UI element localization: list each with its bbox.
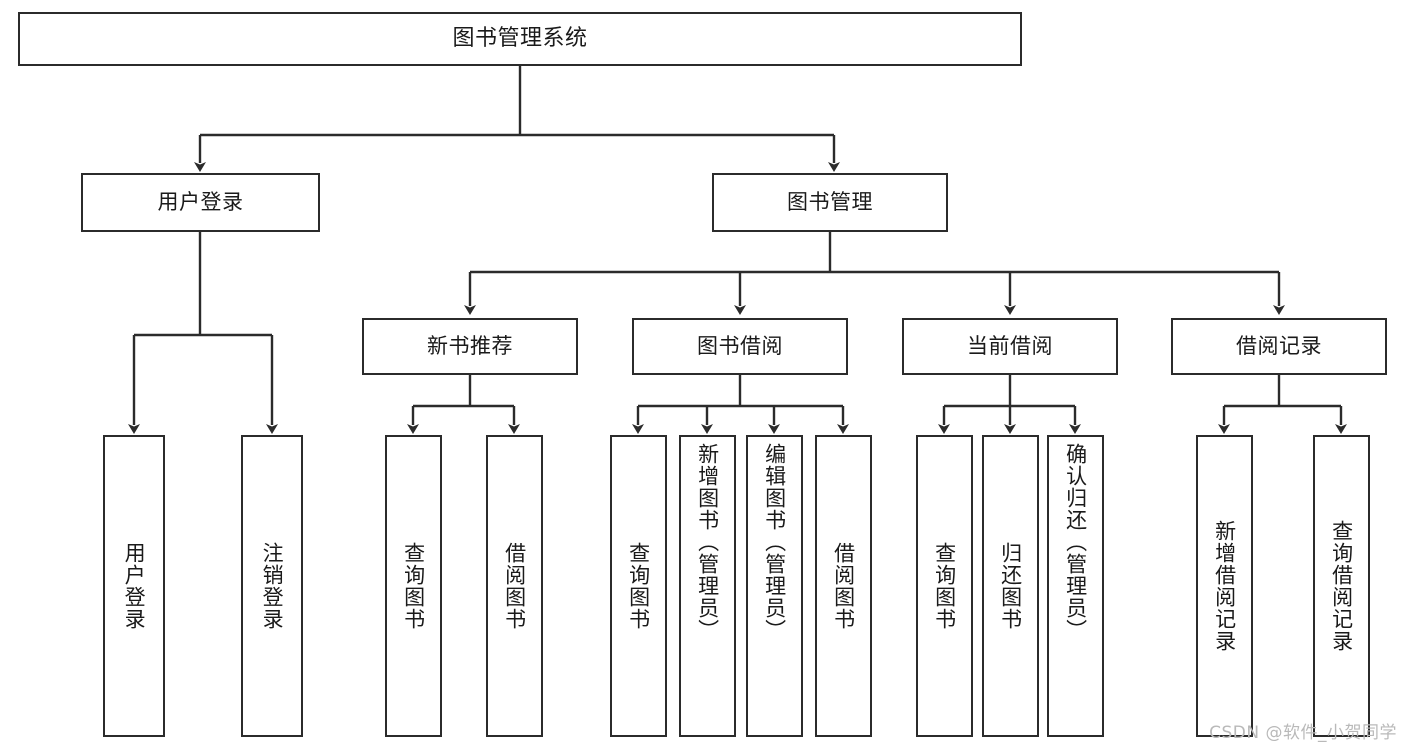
leaf-add-borrow-record[interactable]: 新增借阅记录	[1196, 435, 1253, 737]
node-current-borrow-label: 当前借阅	[967, 333, 1053, 358]
node-book-borrow-label: 图书借阅	[697, 333, 783, 358]
node-borrow-records[interactable]: 借阅记录	[1171, 318, 1387, 375]
leaf-add-book-admin-label: 新增图书（管理员）	[695, 443, 720, 641]
leaf-logout-label: 注销登录	[260, 542, 285, 630]
leaf-user-login[interactable]: 用户登录	[103, 435, 165, 737]
leaf-edit-book-admin-label: 编辑图书（管理员）	[762, 443, 787, 641]
node-new-book-recommend-label: 新书推荐	[427, 333, 513, 358]
leaf-borrow-book-new-label: 借阅图书	[502, 542, 527, 630]
leaf-borrow-book[interactable]: 借阅图书	[815, 435, 872, 737]
leaf-query-book-borrow-label: 查询图书	[626, 542, 651, 630]
node-borrow-records-label: 借阅记录	[1236, 333, 1322, 358]
node-book-management-label: 图书管理	[787, 189, 873, 214]
leaf-confirm-return-admin[interactable]: 确认归还（管理员）	[1047, 435, 1104, 737]
leaf-query-book-new[interactable]: 查询图书	[385, 435, 442, 737]
node-user-login[interactable]: 用户登录	[81, 173, 320, 232]
leaf-query-borrow-record[interactable]: 查询借阅记录	[1313, 435, 1370, 737]
node-new-book-recommend[interactable]: 新书推荐	[362, 318, 578, 375]
node-current-borrow[interactable]: 当前借阅	[902, 318, 1118, 375]
node-user-login-label: 用户登录	[157, 189, 244, 214]
leaf-logout[interactable]: 注销登录	[241, 435, 303, 737]
leaf-return-book[interactable]: 归还图书	[982, 435, 1039, 737]
watermark: CSDN @软件_小贺同学	[1209, 723, 1397, 743]
leaf-add-book-admin[interactable]: 新增图书（管理员）	[679, 435, 736, 737]
leaf-borrow-book-label: 借阅图书	[831, 542, 856, 630]
leaf-query-borrow-record-label: 查询借阅记录	[1329, 520, 1354, 652]
node-book-management[interactable]: 图书管理	[712, 173, 948, 232]
node-book-borrow[interactable]: 图书借阅	[632, 318, 848, 375]
leaf-query-book-current[interactable]: 查询图书	[916, 435, 973, 737]
node-root[interactable]: 图书管理系统	[18, 12, 1022, 66]
leaf-query-book-borrow[interactable]: 查询图书	[610, 435, 667, 737]
leaf-add-borrow-record-label: 新增借阅记录	[1212, 520, 1237, 652]
leaf-return-book-label: 归还图书	[998, 542, 1023, 630]
leaf-borrow-book-new[interactable]: 借阅图书	[486, 435, 543, 737]
leaf-query-book-new-label: 查询图书	[401, 542, 426, 630]
leaf-user-login-label: 用户登录	[122, 542, 147, 630]
leaf-edit-book-admin[interactable]: 编辑图书（管理员）	[746, 435, 803, 737]
leaf-query-book-current-label: 查询图书	[932, 542, 957, 630]
leaf-confirm-return-admin-label: 确认归还（管理员）	[1063, 443, 1088, 641]
node-root-label: 图书管理系统	[452, 25, 588, 51]
